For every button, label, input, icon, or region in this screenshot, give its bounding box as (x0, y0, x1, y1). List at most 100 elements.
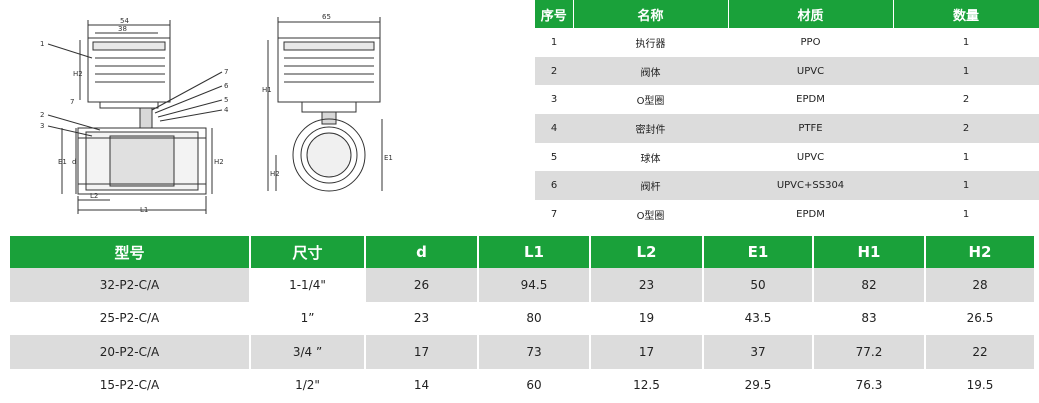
table-cell: 阀杆 (573, 171, 728, 201)
callout-1: 1 (40, 40, 44, 48)
parts-header-name: 名称 (573, 0, 729, 28)
dim-h1-label: H1 (262, 86, 272, 94)
table-row: 32-P2-C/A 1-1/4" 26 94.5 23 50 82 28 (10, 268, 1036, 302)
table-cell: 1 (962, 151, 970, 163)
table-cell: 1 (893, 171, 1039, 201)
table-cell: 82 (813, 268, 926, 302)
dim-h2-right-label: H2 (270, 170, 280, 178)
table-cell: 4 (535, 114, 573, 143)
table-row: 15-P2-C/A 1/2" 14 60 12.5 29.5 76.3 19.5 (10, 368, 1036, 402)
parts-header-index: 序号 (535, 0, 574, 28)
spec-header-model: 型号 (10, 236, 251, 268)
table-cell: EPDM (796, 94, 825, 106)
table-row: 2 阀体 UPVC 1 (535, 56, 1039, 86)
table-cell: 3/4 ” (250, 335, 366, 369)
spec-header-l2: L2 (590, 236, 704, 268)
table-cell: 2 (962, 94, 970, 106)
dim-l1-label: L1 (140, 206, 148, 214)
parts-header-qty: 数量 (893, 0, 1039, 28)
spec-header-h2: H2 (925, 236, 1036, 268)
table-cell: O型圈 (636, 210, 665, 222)
callout-2: 2 (40, 111, 44, 119)
spec-header-l1: L1 (478, 236, 591, 268)
table-cell: 1” (250, 301, 366, 335)
table-cell: 14 (365, 368, 479, 402)
dim-7: 7 (70, 98, 74, 106)
table-cell: 32-P2-C/A (10, 268, 251, 302)
dim-h2-label: H2 (73, 70, 83, 78)
spec-header-e1: E1 (703, 236, 814, 268)
table-cell: 77.2 (813, 335, 926, 369)
dim-54: 54 (120, 17, 129, 25)
dim-h2-left-label: H2 (214, 158, 224, 166)
table-cell: PPO (800, 36, 821, 48)
table-cell: 密封件 (573, 114, 728, 143)
table-cell: 26 (365, 268, 479, 302)
parts-header-material: 材质 (728, 0, 894, 28)
parts-table: 序号 名称 材质 数量 1 执行器 PPO 1 2 阀体 UPVC 1 3 O型… (535, 0, 1039, 229)
spec-header-d: d (365, 236, 479, 268)
table-cell: 1/2" (250, 368, 366, 402)
table-cell: 1-1/4" (250, 268, 366, 302)
table-cell: O型圈 (636, 96, 665, 108)
valve-drawing-svg: 54 38 H2 7 d E1 H2 L2 L1 1 2 3 4 5 6 7 6… (40, 13, 393, 214)
callout-6: 6 (224, 82, 229, 90)
dim-e1-right-label: E1 (384, 154, 393, 162)
table-cell: 26.5 (925, 301, 1036, 335)
table-cell: 23 (365, 301, 479, 335)
table-cell: 22 (925, 335, 1036, 369)
dim-d-label: d (72, 158, 76, 166)
table-cell: 15-P2-C/A (10, 368, 251, 402)
table-cell: 6 (535, 171, 573, 201)
spec-table: 型号 尺寸 d L1 L2 E1 H1 H2 32-P2-C/A 1-1/4" … (10, 236, 1036, 402)
callout-4: 4 (224, 106, 229, 114)
table-cell: UPVC (796, 151, 825, 163)
table-cell: 19 (590, 301, 704, 335)
table-row: 6 阀杆 UPVC+SS304 1 (535, 171, 1039, 201)
callout-7: 7 (224, 68, 228, 76)
table-cell: 60 (478, 368, 591, 402)
table-cell: 2 (893, 114, 1039, 143)
table-cell: 73 (478, 335, 591, 369)
dim-65: 65 (322, 13, 331, 21)
table-cell: 23 (590, 268, 704, 302)
table-cell: 阀体 (573, 56, 728, 86)
table-cell: 80 (478, 301, 591, 335)
valve-body-right (292, 118, 366, 192)
table-row: 7 O型圈 EPDM 1 (535, 200, 1039, 229)
table-row: 1 执行器 PPO 1 (535, 28, 1039, 57)
table-cell: 28 (925, 268, 1036, 302)
table-cell: 球体 (640, 153, 661, 165)
table-cell: 1 (893, 56, 1039, 86)
table-cell: 50 (703, 268, 814, 302)
table-cell: 7 (550, 208, 558, 220)
table-row: 3 O型圈 EPDM 2 (535, 85, 1039, 114)
table-row: 4 密封件 PTFE 2 (535, 114, 1039, 143)
table-row: 20-P2-C/A 3/4 ” 17 73 17 37 77.2 22 (10, 335, 1036, 369)
table-cell: 83 (813, 301, 926, 335)
table-cell: 94.5 (478, 268, 591, 302)
table-cell: 76.3 (813, 368, 926, 402)
table-cell: EPDM (796, 208, 825, 220)
table-cell: 17 (365, 335, 479, 369)
valve-body-left (77, 127, 207, 195)
dim-e1-left-label: E1 (58, 158, 67, 166)
table-cell: 20-P2-C/A (10, 335, 251, 369)
table-cell: UPVC (728, 56, 893, 86)
spec-header-size: 尺寸 (250, 236, 366, 268)
table-cell: 2 (535, 56, 573, 86)
table-cell: 执行器 (635, 38, 666, 50)
table-row: 25-P2-C/A 1” 23 80 19 43.5 83 26.5 (10, 301, 1036, 335)
table-cell: 12.5 (590, 368, 704, 402)
callout-3: 3 (40, 122, 44, 130)
table-row: 5 球体 UPVC 1 (535, 143, 1039, 172)
table-cell: PTFE (728, 114, 893, 143)
spec-header-h1: H1 (813, 236, 926, 268)
table-cell: 1 (550, 36, 558, 48)
table-cell: UPVC+SS304 (728, 171, 893, 201)
table-cell: 1 (962, 208, 970, 220)
table-cell: 29.5 (703, 368, 814, 402)
table-cell: 3 (550, 94, 558, 106)
dim-l2-label: L2 (90, 192, 98, 200)
technical-drawing: 54 38 H2 7 d E1 H2 L2 L1 1 2 3 4 5 6 7 6… (0, 0, 535, 225)
